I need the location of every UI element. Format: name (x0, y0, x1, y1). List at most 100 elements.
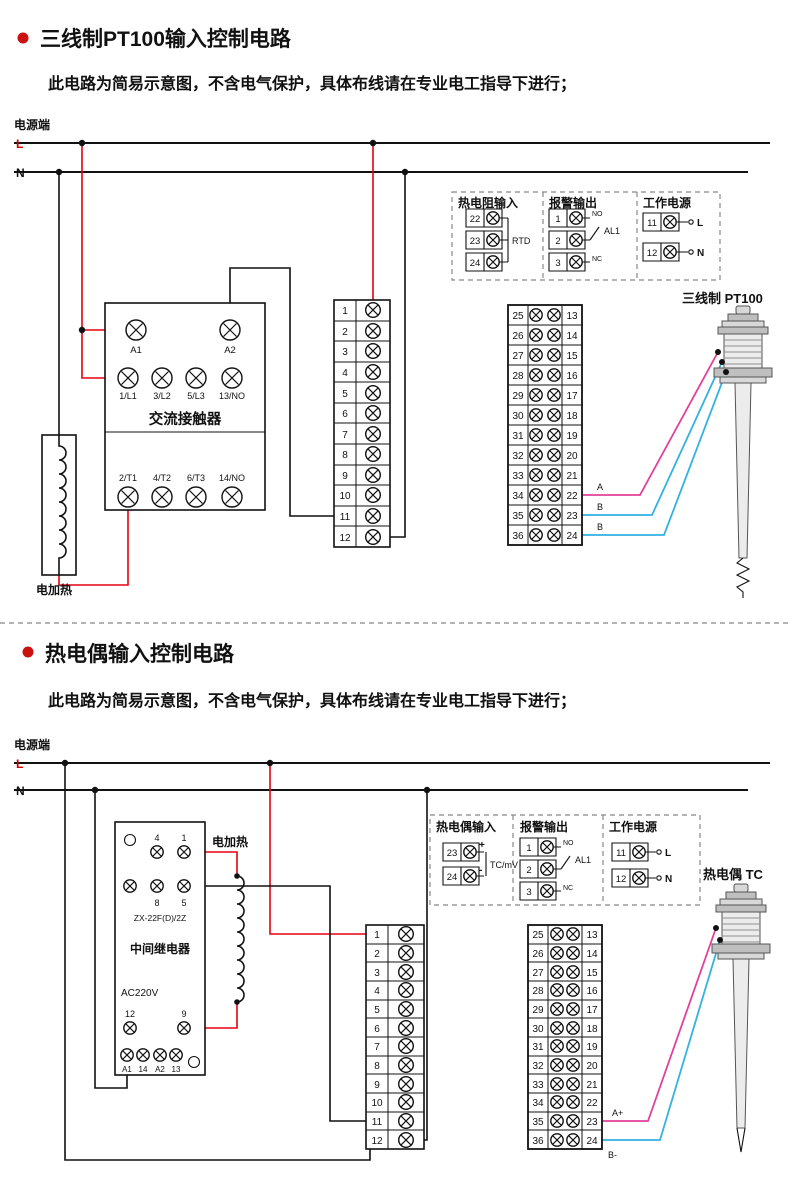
terminal-number: 25 (512, 311, 524, 322)
wire-label-a: A (597, 482, 603, 492)
terminal-number: 30 (532, 1024, 544, 1035)
group-title: 报警输出 (520, 819, 568, 834)
intermediate-relay: 4 1 8 5 ZX-22F(D)/2Z 中间继电器 AC220V 12 9 A… (114, 821, 206, 1076)
terminal-number: 20 (586, 1061, 598, 1072)
terminal-label: 13 (172, 1065, 181, 1074)
wire-label-a-plus: A+ (612, 1108, 623, 1118)
terminal-number: 3 (374, 968, 380, 979)
power-terminal-label: 电源端 (14, 737, 50, 752)
terminal-number: 1 (526, 843, 531, 854)
section1-subtitle: 此电路为简易示意图，不含电气保护，具体布线请在专业电工指导下进行； (48, 74, 576, 93)
terminal-number: 28 (512, 371, 524, 382)
terminal-number: 32 (512, 451, 524, 462)
terminal-number: 23 (447, 848, 458, 859)
terminal-number: 2 (342, 327, 348, 338)
power-n-label: N (665, 874, 672, 885)
heater-coil (58, 435, 67, 575)
terminal-number: 32 (532, 1061, 544, 1072)
terminal-number: 34 (532, 1098, 544, 1109)
working-power-group: 工作电源 11 12 L N (609, 819, 672, 888)
terminal-number: 31 (512, 431, 524, 442)
wires-s2 (64, 763, 721, 1161)
terminal-number: 13 (566, 311, 578, 322)
terminal-number: 23 (566, 511, 578, 522)
terminal-number: 35 (512, 511, 524, 522)
terminal-number: 19 (566, 431, 578, 442)
wires-s1 (58, 143, 727, 586)
line-n-label: N (16, 166, 25, 180)
sensor-label: 热电偶 TC (703, 867, 764, 882)
terminal-strip-left-s1: 1 2 3 4 5 6 7 8 9 10 11 12 (333, 299, 391, 548)
terminal-number: 14 (566, 331, 578, 342)
nc-label: NC (563, 885, 573, 892)
wire-sensor-b (602, 939, 721, 1141)
terminal-number: 36 (512, 531, 524, 542)
terminal-number: 5 (342, 389, 348, 400)
nc-label: NC (592, 256, 602, 263)
relay-title: 中间继电器 (130, 941, 191, 956)
terminal-number: 8 (374, 1061, 380, 1072)
relay-indicator (187, 1055, 201, 1069)
rtd-label: RTD (512, 236, 531, 246)
terminal-label: 6/T3 (187, 473, 205, 483)
terminal-number: 24 (566, 531, 578, 542)
bullet-icon (17, 32, 29, 44)
terminal-number: 20 (566, 451, 578, 462)
terminal-number: 12 (616, 874, 627, 885)
terminal-label: A1 (122, 1065, 132, 1074)
section2-subtitle: 此电路为简易示意图，不含电气保护，具体布线请在专业电工指导下进行； (48, 691, 576, 710)
plus-label: + (479, 840, 485, 851)
pt100-sensor: 三线制 PT100 A B B (597, 291, 773, 598)
terminal-number: 5 (374, 1005, 380, 1016)
junction-dots-s2 (61, 759, 431, 794)
terminal-number: 11 (372, 1117, 383, 1128)
terminal-number: 7 (342, 430, 348, 441)
relay-indicator (123, 833, 137, 847)
alarm-output-group: 报警输出 1 2 3 NO AL1 NC (519, 819, 591, 901)
terminal-number: 27 (532, 968, 544, 979)
heater-label: 电加热 (36, 582, 72, 597)
terminal-label: 2/T1 (119, 473, 137, 483)
terminal-number: 11 (616, 848, 626, 859)
terminal-number: 3 (342, 347, 348, 358)
relay-model: ZX-22F(D)/2Z (134, 913, 186, 923)
terminal-number: 17 (586, 1005, 598, 1016)
terminal-label: 1/L1 (119, 391, 137, 401)
terminal-number: 17 (566, 391, 578, 402)
terminal-label: 4 (154, 833, 159, 843)
terminal-label: 4/T2 (153, 473, 171, 483)
terminal-number: 31 (532, 1042, 544, 1053)
no-label: NO (592, 211, 603, 218)
terminal-number: 11 (340, 512, 351, 523)
rtd-input-group: 热电阻输入 22 23 24 RTD (458, 195, 531, 272)
relay-voltage: AC220V (121, 988, 159, 999)
line-l-label: L (16, 137, 23, 151)
wire-sensor-a (602, 927, 717, 1122)
contactor-screw (117, 486, 139, 508)
power-terminal-label: 电源端 (14, 117, 50, 132)
terminal-number: 16 (566, 371, 578, 382)
terminal-number: 30 (512, 411, 524, 422)
terminal-number: 24 (586, 1136, 598, 1147)
wire-n-to-strip12 (390, 172, 406, 538)
terminal-number: 29 (512, 391, 524, 402)
terminal-number: 26 (512, 331, 524, 342)
terminal-number: 12 (339, 533, 351, 544)
terminal-number: 18 (566, 411, 578, 422)
terminal-number: 4 (342, 368, 348, 379)
terminal-number: 15 (586, 968, 598, 979)
wire-n-to-strip12 (424, 790, 428, 1141)
wire-t1-to-heater (58, 507, 129, 586)
sensor-label: 三线制 PT100 (682, 291, 763, 306)
heater-s1: 电加热 (36, 434, 77, 597)
terminal-number: 22 (470, 214, 481, 225)
terminal-number: 12 (371, 1136, 383, 1147)
terminal-number: 6 (342, 409, 348, 420)
wire-l-bottom-loop (64, 763, 371, 1161)
terminal-strip-left-s2: 1 2 3 4 5 6 7 8 9 10 11 12 (365, 924, 425, 1150)
terminal-number: 23 (586, 1117, 598, 1128)
terminal-label: 13/NO (219, 391, 245, 401)
terminal-number: 36 (532, 1136, 544, 1147)
